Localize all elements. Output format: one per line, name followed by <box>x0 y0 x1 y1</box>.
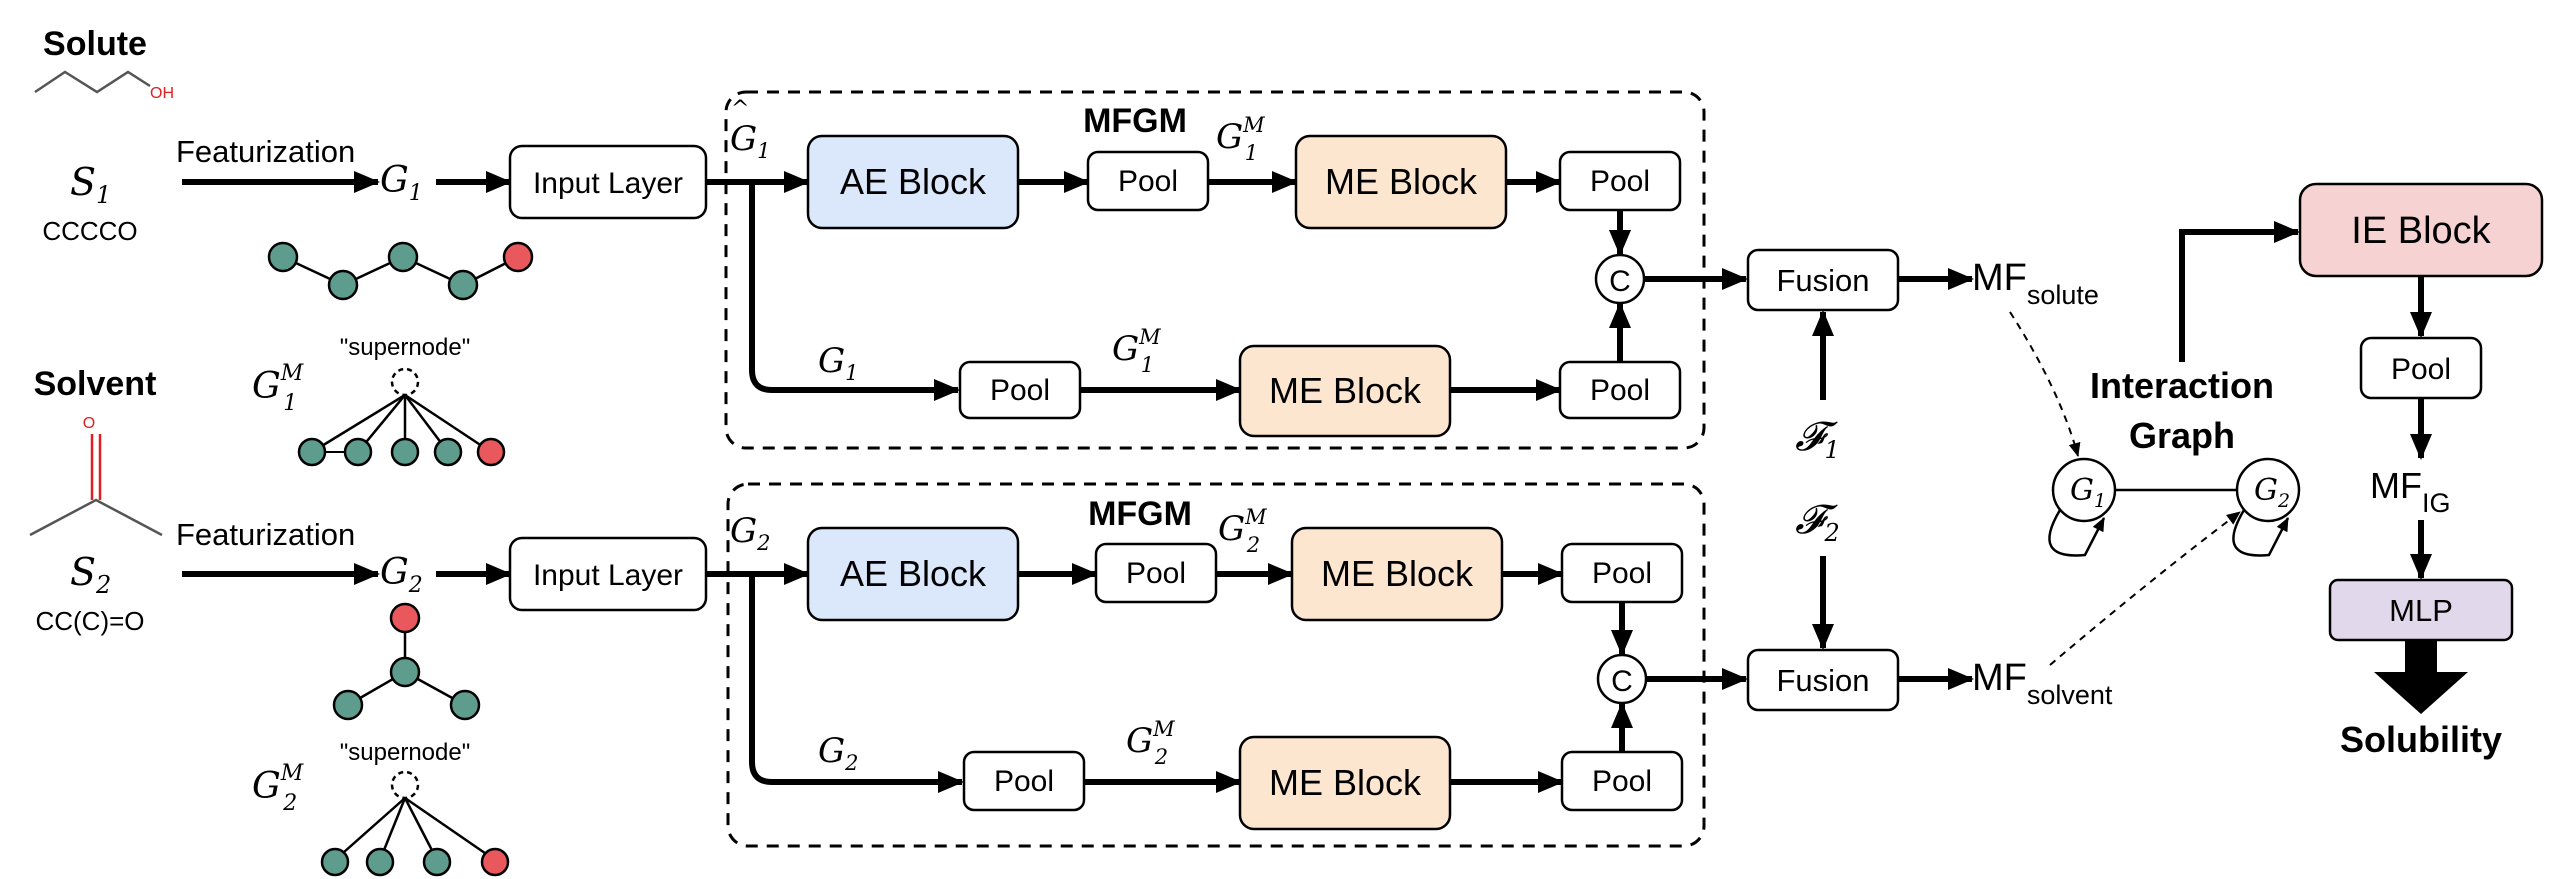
solvent-smiles: CC(C)=O <box>35 606 144 636</box>
ig-node-g2-label: G2 <box>2254 473 2290 512</box>
mfgm-title-top: MFGM <box>1083 102 1187 140</box>
ie-block-label: IE Block <box>2351 210 2491 252</box>
pool-label-bottom-d: Pool <box>1592 765 1652 798</box>
graph-g2-label: G2 <box>380 552 423 598</box>
me-block-label-bottom-b: ME Block <box>1269 762 1422 803</box>
me-block-label-top-b: ME Block <box>1269 370 1422 411</box>
pool-label-top-c: Pool <box>990 374 1050 407</box>
ae-block-label-top: AE Block <box>840 161 987 202</box>
mfgm-border-bottom <box>726 482 1706 848</box>
g1-molecular-graph <box>267 241 534 301</box>
solute-section: Solute OH S1 CCCCO <box>34 25 174 246</box>
hat-g1-label-b: G1 <box>818 341 859 385</box>
mfgm-title-bottom: MFGM <box>1088 495 1192 533</box>
split-to-pool-lower-bottom <box>749 574 964 793</box>
ig-to-ie-arrow <box>2179 221 2300 362</box>
g2m-supernode-graph <box>320 770 510 877</box>
mf-ig-label: MFIG <box>2370 465 2451 518</box>
ig-node-g1-label: G1 <box>2070 473 2106 512</box>
solute-header: Solute <box>43 25 147 63</box>
split-to-pool-lower-top <box>749 182 960 401</box>
solvent-header: Solvent <box>34 365 157 403</box>
g1-node-4 <box>447 269 479 301</box>
supernode-label-bottom: "supernode" <box>340 739 470 766</box>
pool-label-final: Pool <box>2391 353 2451 386</box>
mf-solute-to-g1-dashed <box>2009 311 2081 457</box>
hat-g1-label-a: G1 <box>730 119 771 163</box>
fusion-label-top: Fusion <box>1776 263 1869 298</box>
mlp-label: MLP <box>2389 593 2453 628</box>
input-layer-label-bottom: Input Layer <box>533 559 683 592</box>
me-block-label-top-a: ME Block <box>1325 161 1478 202</box>
solute-smiles: CCCCO <box>42 216 137 246</box>
pool-label-top-d: Pool <box>1590 374 1650 407</box>
hat-g2-label-b: G2 <box>818 731 859 775</box>
g1m-supernode-graph <box>297 367 506 467</box>
hat-g1-a-caret: ^ <box>731 97 749 122</box>
ig-g1-self-loop <box>2048 509 2106 557</box>
mf-solvent-to-g2-dashed <box>2049 511 2241 666</box>
solvent-o-label: O <box>83 415 95 432</box>
supernode-top <box>390 367 420 397</box>
mlp-to-solubility-arrow <box>2374 640 2468 714</box>
concat-label-top: C <box>1609 265 1631 298</box>
g1-node-5 <box>502 241 534 273</box>
interaction-graph-title-line2: Graph <box>2129 415 2235 456</box>
solute-oh-label: OH <box>150 85 174 102</box>
ig-node-g2 <box>2235 457 2301 523</box>
graph-g1-label: G1 <box>380 160 423 206</box>
solubility-label: Solubility <box>2340 719 2502 760</box>
solute-symbol: S1 <box>70 160 111 209</box>
supernode-label-top: "supernode" <box>340 334 470 361</box>
pool-label-bottom-c: Pool <box>994 765 1054 798</box>
g2-molecular-graph <box>332 602 481 721</box>
pool-label-top-b: Pool <box>1590 165 1650 198</box>
pool-label-bottom-a: Pool <box>1126 557 1186 590</box>
interaction-graph: Interaction Graph G1 G2 <box>2009 311 2301 666</box>
solvent-section: Solvent O S2 CC(C)=O <box>29 365 163 636</box>
interaction-graph-title-line1: Interaction <box>2090 365 2274 406</box>
solute-molecule-skeleton <box>34 70 151 94</box>
feature-f2-label: 𝓕2 <box>1795 497 1840 547</box>
prediction-head: IE Block Pool MFIG MLP Solubility <box>2298 182 2544 760</box>
mf-solvent-label: MFsolvent <box>1972 657 2113 710</box>
ig-g2-self-loop <box>2232 509 2290 557</box>
pool-label-bottom-b: Pool <box>1592 557 1652 590</box>
fusion-label-bottom: Fusion <box>1776 663 1869 698</box>
me-block-label-bottom-a: ME Block <box>1321 553 1474 594</box>
solvent-molecule-skeleton <box>29 498 163 537</box>
featurization-label-bottom: Featurization <box>176 517 355 552</box>
featurization-label-top: Featurization <box>176 134 355 169</box>
concat-label-bottom: C <box>1611 665 1633 698</box>
mfgm-border-top <box>724 90 1706 450</box>
solvent-symbol: S2 <box>70 550 111 599</box>
ig-node-g1 <box>2051 457 2117 523</box>
ae-block-label-bottom: AE Block <box>840 553 987 594</box>
pool-label-top-a: Pool <box>1118 165 1178 198</box>
g1-node-2 <box>327 269 359 301</box>
hat-g2-label-a: G2 <box>730 511 771 555</box>
g1-node-1 <box>267 241 299 273</box>
mf-solute-label: MFsolute <box>1972 257 2099 310</box>
input-layer-label-top: Input Layer <box>533 167 683 200</box>
feature-f1-label: 𝓕1 <box>1795 414 1840 464</box>
g1-node-3 <box>387 241 419 273</box>
